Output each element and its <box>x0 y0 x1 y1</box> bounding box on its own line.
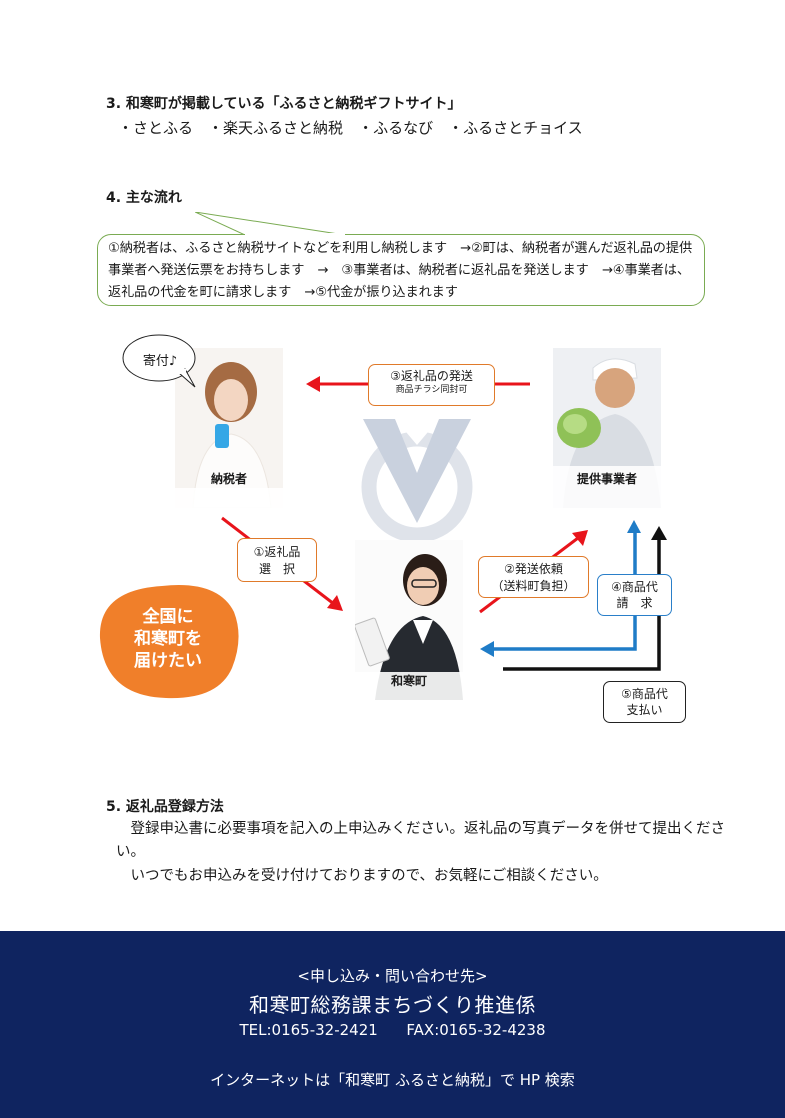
contact-heading: <申し込み・問い合わせ先> <box>297 967 488 985</box>
slogan-blob <box>99 585 239 699</box>
internet-search-note: インターネットは「和寒町 ふるさと納税」で HP 検索 <box>210 1071 575 1089</box>
section3-heading: 3. 和寒町が掲載している「ふるさと納税ギフトサイト」 <box>106 96 462 112</box>
arrow-step3-head <box>306 376 320 392</box>
step2-label: ②発送依頼 （送料町負担） <box>478 556 589 598</box>
section4-heading: 4. 主な流れ <box>106 190 182 206</box>
step4-label: ④商品代 請 求 <box>597 574 672 616</box>
arrow-step5-head <box>651 526 667 540</box>
phone-fax: TEL:0165-32-2421 FAX:0165-32-4238 <box>0 1021 785 1039</box>
arrow-step1-head <box>327 595 343 611</box>
provider-photo <box>553 348 661 508</box>
department-name: 和寒町総務課まちづくり推進係 <box>249 993 536 1017</box>
donation-speech-bubble <box>122 334 196 388</box>
step1-line2: 選 択 <box>258 562 295 576</box>
step5-line2: 支払い <box>626 703 663 717</box>
site-item: ・さとふる <box>118 119 194 137</box>
step3-subtitle: 商品チラシ同封可 <box>395 385 468 395</box>
step4-line1: ④商品代 <box>611 580 658 594</box>
town-label: 和寒町 <box>390 674 427 688</box>
site-item: ・ふるさとチョイス <box>448 119 583 137</box>
arrow-step4-head2 <box>480 641 494 657</box>
step3-label: ③返礼品の発送 商品チラシ同封可 <box>368 364 495 406</box>
step2-line2: （送料町負担） <box>491 579 576 593</box>
slogan-text: 全国に 和寒町を 届けたい <box>104 606 232 672</box>
slogan-line1: 全国に <box>142 607 194 627</box>
step2-line1: ②発送依頼 <box>504 562 563 576</box>
tel-number: TEL:0165-32-2421 <box>239 1021 378 1039</box>
arrow-step2-head <box>572 530 588 546</box>
step5-label: ⑤商品代 支払い <box>603 681 686 723</box>
section5-para2: いつでもお申込みを受け付けておりますので、お気軽にご相談ください。 <box>116 868 608 884</box>
gift-site-list: ・さとふる ・楽天ふるさと納税 ・ふるなび ・ふるさとチョイス <box>118 117 583 138</box>
step5-line1: ⑤商品代 <box>621 687 668 701</box>
taxpayer-label: 納税者 <box>210 472 247 486</box>
taxpayer-photo <box>175 348 283 509</box>
callout-gap <box>245 233 345 236</box>
town-logo-watermark <box>361 419 473 540</box>
step1-label: ①返礼品 選 択 <box>237 538 317 582</box>
town-official-photo <box>354 540 463 700</box>
provider-label: 提供事業者 <box>576 472 637 486</box>
slogan-line3: 届けたい <box>134 651 202 671</box>
flow-callout <box>97 234 705 306</box>
fax-number: FAX:0165-32-4238 <box>406 1021 546 1039</box>
section5-heading: 5. 返礼品登録方法 <box>106 799 224 815</box>
section5-para1: 登録申込書に必要事項を記入の上申込みください。返礼品の写真データを併せて提出くだ… <box>116 821 725 860</box>
site-item: ・ふるなび <box>358 119 434 137</box>
slogan-line2: 和寒町を <box>134 629 202 649</box>
step1-line1: ①返礼品 <box>253 545 301 559</box>
flow-text: ①納税者は、ふるさと納税サイトなどを利用し納税します →②町は、納税者が選んだ返… <box>108 241 693 300</box>
arrow-step4 <box>492 527 637 651</box>
arrow-step4-head <box>627 520 641 533</box>
site-item: ・楽天ふるさと納税 <box>208 119 344 137</box>
step3-title: ③返礼品の発送 <box>390 369 473 383</box>
step4-line2: 請 求 <box>616 596 653 610</box>
contact-footer: <申し込み・問い合わせ先> 和寒町総務課まちづくり推進係 TEL:0165-32… <box>0 931 785 1118</box>
speech-text: 寄付♪ <box>142 354 178 369</box>
